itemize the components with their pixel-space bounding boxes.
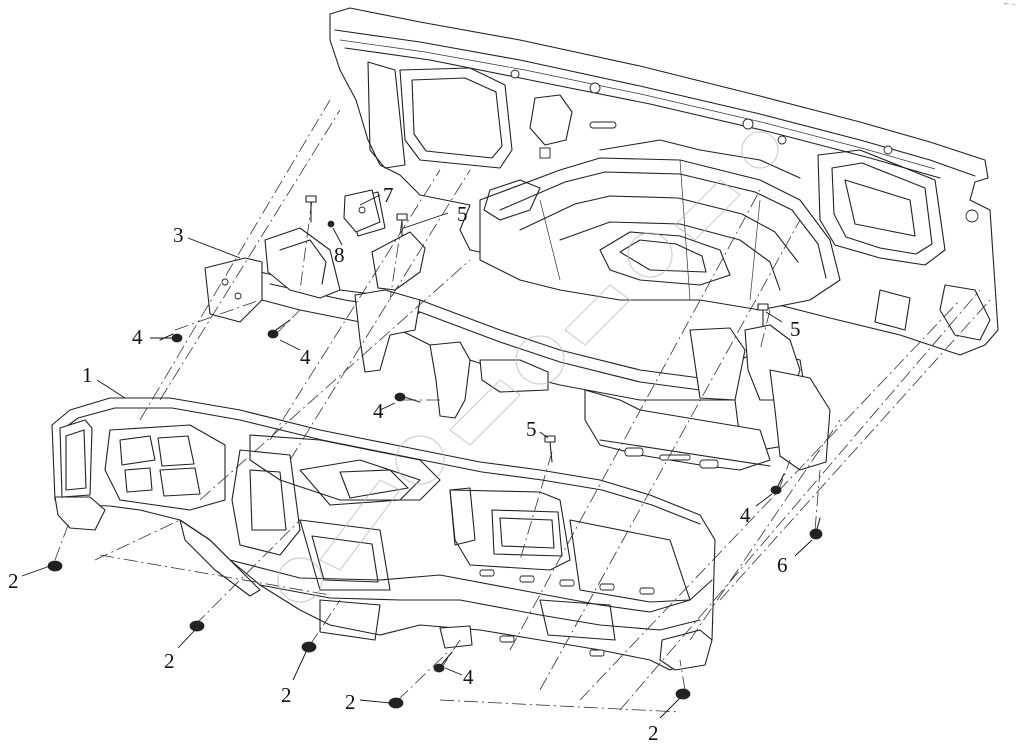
bolt-5b xyxy=(757,303,769,327)
bolt-5a xyxy=(396,213,408,237)
screw-2a xyxy=(47,560,63,572)
callout-4: 4 xyxy=(300,345,311,369)
callout-7: 7 xyxy=(383,183,394,207)
corner-mark-icon: ⌐ ‒ xyxy=(1003,0,1016,8)
callout-2: 2 xyxy=(8,569,19,593)
callout-2: 2 xyxy=(164,649,175,673)
callout-8: 8 xyxy=(334,243,345,267)
assembly-centerlines xyxy=(54,99,991,713)
screw-2e xyxy=(675,688,691,700)
callout-2: 2 xyxy=(345,690,356,714)
callout-4: 4 xyxy=(373,399,384,423)
bolt-4e xyxy=(433,651,453,673)
bolt-4c xyxy=(394,392,421,403)
cowl-firewall-panel xyxy=(329,7,999,356)
screw-2c xyxy=(301,641,317,653)
nut-8 xyxy=(327,220,335,228)
callout-2: 2 xyxy=(281,683,292,707)
bolt-4b xyxy=(267,319,291,339)
callout-5: 5 xyxy=(457,202,468,226)
callout-3: 3 xyxy=(173,223,184,247)
callout-5: 5 xyxy=(526,417,537,441)
callout-labels: 1 2 2 2 2 2 3 4 4 4 4 4 5 5 5 6 7 8 xyxy=(8,183,801,745)
callout-4: 4 xyxy=(132,325,143,349)
callout-2: 2 xyxy=(648,721,659,745)
bolt-5c xyxy=(544,435,556,463)
instrument-panel xyxy=(51,397,716,671)
callout-1: 1 xyxy=(82,363,93,387)
bolt-extra xyxy=(305,195,317,223)
screw-2d xyxy=(388,697,404,709)
cross-car-beam xyxy=(204,191,831,471)
fasteners xyxy=(47,189,823,709)
bolt-4d xyxy=(770,473,785,495)
callout-4: 4 xyxy=(463,665,474,689)
bracket-7 xyxy=(343,189,381,233)
callout-6: 6 xyxy=(777,553,788,577)
callout-5: 5 xyxy=(790,317,801,341)
callout-4: 4 xyxy=(740,503,751,527)
watermark xyxy=(277,131,779,603)
bolt-6 xyxy=(809,517,823,540)
leader-lines xyxy=(21,194,813,719)
screw-2b xyxy=(189,620,205,632)
